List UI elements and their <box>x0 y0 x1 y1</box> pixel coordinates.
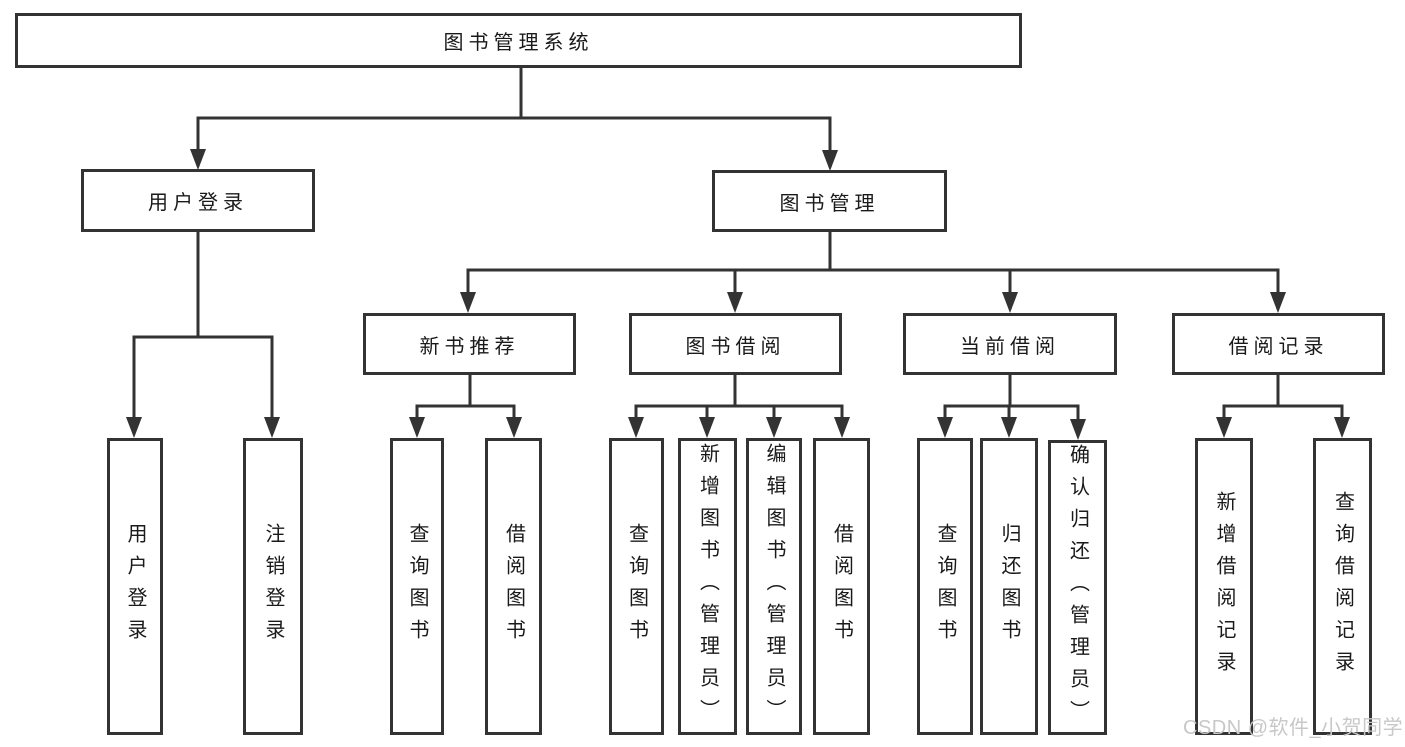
leaf-logout: 注销登录 <box>243 438 303 735</box>
node-book-management: 图书管理 <box>712 170 947 232</box>
node-label: 图书管理 <box>779 192 880 215</box>
node-new-book-recommend: 新书推荐 <box>363 313 576 375</box>
node-borrow-records: 借阅记录 <box>1172 313 1385 375</box>
node-label: 借阅图书 <box>830 522 853 651</box>
leaf-user-login: 用户登录 <box>107 438 163 735</box>
leaf-query-books-borrowing: 查询图书 <box>609 438 664 735</box>
node-label: 借阅图书 <box>502 522 525 651</box>
node-label: 注销登录 <box>262 522 284 651</box>
node-label: 新增借阅记录 <box>1213 490 1235 683</box>
node-system-root: 图书管理系统 <box>15 13 1022 68</box>
node-label: 查询图书 <box>934 522 956 651</box>
node-label: 图书借阅 <box>685 335 786 358</box>
leaf-add-borrow-record: 新增借阅记录 <box>1195 438 1253 735</box>
leaf-query-borrow-record: 查询借阅记录 <box>1313 438 1372 735</box>
node-label: 新书推荐 <box>419 335 520 358</box>
leaf-borrow-books: 借阅图书 <box>813 438 870 735</box>
node-label: 图书管理系统 <box>443 32 594 54</box>
node-label: 编辑图书（管理员） <box>763 442 785 731</box>
node-current-borrowing: 当前借阅 <box>903 313 1117 375</box>
csdn-watermark: CSDN @软件_小贺同学 <box>1183 717 1404 739</box>
leaf-confirm-return-admin: 确认归还（管理员） <box>1048 440 1107 735</box>
leaf-query-books-recommend: 查询图书 <box>390 438 444 735</box>
node-label: 借阅记录 <box>1228 335 1329 358</box>
node-label: 用户登录 <box>148 192 248 214</box>
node-label: 确认归还（管理员） <box>1066 443 1089 732</box>
node-label: 查询借阅记录 <box>1331 490 1354 683</box>
leaf-edit-books-admin: 编辑图书（管理员） <box>746 438 802 735</box>
node-label: 用户登录 <box>124 522 146 651</box>
node-label: 新增图书（管理员） <box>696 442 719 731</box>
node-book-borrowing: 图书借阅 <box>629 313 842 375</box>
leaf-borrow-books-recommend: 借阅图书 <box>485 438 542 735</box>
node-label: 查询图书 <box>625 522 648 651</box>
node-label: 归还图书 <box>998 522 1020 651</box>
node-label: 当前借阅 <box>960 335 1060 358</box>
node-label: 查询图书 <box>406 522 428 651</box>
node-user-login: 用户登录 <box>81 169 315 232</box>
leaf-query-books-current: 查询图书 <box>917 438 973 735</box>
leaf-add-books-admin: 新增图书（管理员） <box>678 438 737 735</box>
leaf-return-books: 归还图书 <box>980 438 1038 735</box>
arrowheads <box>126 149 1350 440</box>
